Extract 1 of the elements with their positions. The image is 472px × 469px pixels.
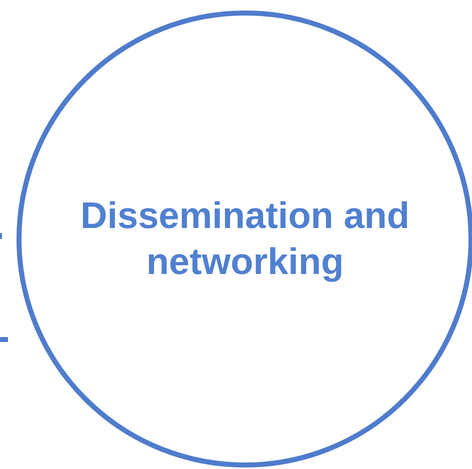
node-label: Dissemination and networking	[80, 194, 410, 284]
